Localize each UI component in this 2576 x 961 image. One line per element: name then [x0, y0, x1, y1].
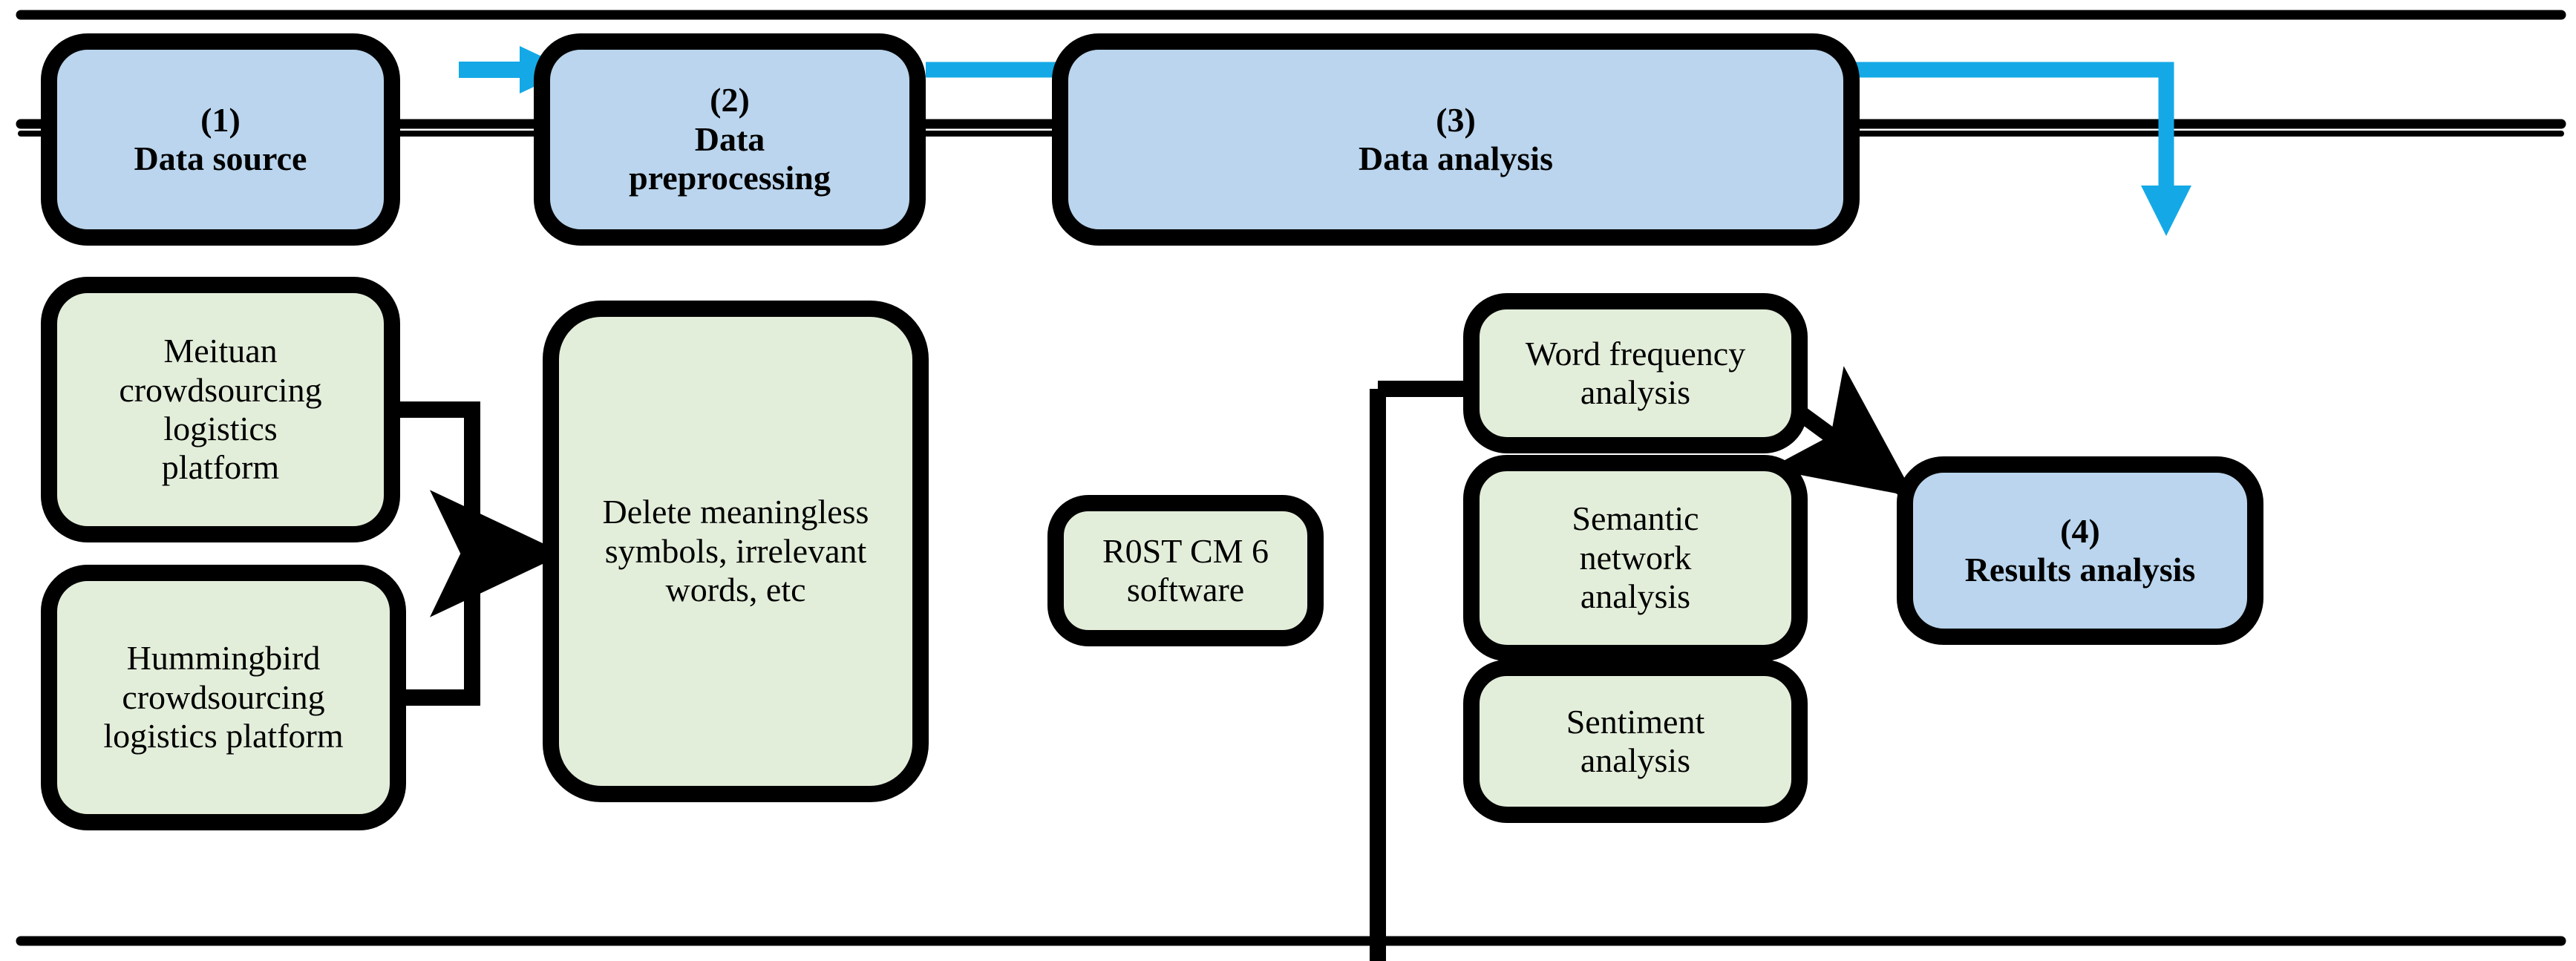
detail-boxes: [41, 277, 2263, 830]
edge-word-to-results: [1768, 366, 1915, 497]
stage-boxes: [41, 33, 1860, 246]
box-software: [1047, 495, 1324, 646]
box-meituan: [41, 277, 400, 542]
edge-hummingbird-up: [398, 410, 472, 695]
box-semantic-network: [1463, 455, 1808, 661]
box-preprocess-detail: [543, 301, 929, 802]
box-sentiment: [1463, 660, 1808, 823]
box-data-analysis: [1052, 33, 1860, 246]
box-data-preprocess: [534, 33, 926, 246]
box-data-source: [41, 33, 400, 246]
detail-connectors: [392, 366, 1915, 961]
box-results: [1897, 456, 2263, 645]
box-word-frequency: [1463, 293, 1808, 453]
box-hummingbird: [41, 565, 406, 830]
